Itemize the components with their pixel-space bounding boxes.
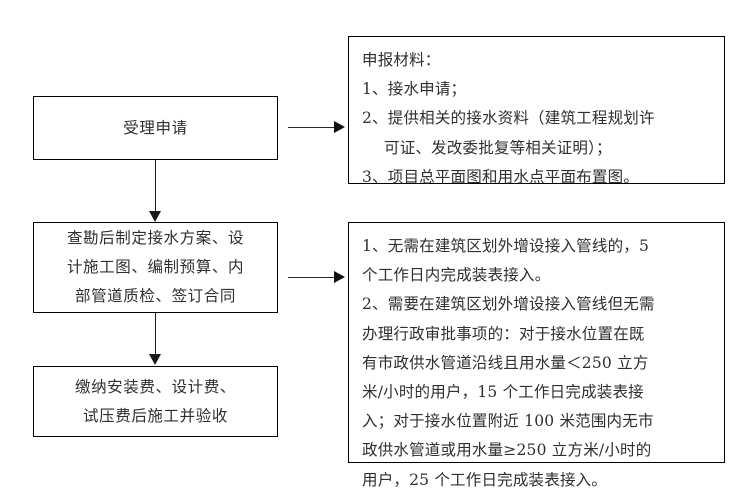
note-timeframes-line-1: 1、无需在建筑区划外增设接入管线的，5 [362, 237, 650, 255]
process-step-1-label: 受理申请 [123, 118, 188, 137]
process-step-2-label: 查勘后制定接水方案、设 计施工图、编制预算、内 部管道质检、签订合同 [66, 229, 245, 305]
connector-step1-to-materials-line [288, 127, 335, 128]
connector-step2-to-timeframes-line [288, 277, 335, 278]
note-materials-line-1: 申报材料： [362, 51, 441, 69]
process-step-box-1[interactable]: 受理申请 [33, 96, 278, 160]
connector-step2-to-step3-line [155, 313, 156, 355]
process-step-box-3[interactable]: 缴纳安装费、设计费、 试压费后施工并验收 [33, 366, 278, 437]
note-timeframes-line-7: 入；对于接水位置附近 100 米范围内无市 [362, 412, 654, 431]
connector-step1-to-step2-line [155, 160, 156, 212]
connector-step2-to-step3-arrowhead-icon [148, 354, 161, 365]
connector-step2-to-timeframes-arrowhead-icon [334, 270, 345, 283]
connector-step1-to-materials-arrowhead-icon [334, 120, 345, 133]
note-timeframes-line-6: 米/小时的用户，15 个工作日完成装表接 [362, 383, 644, 402]
connector-step1-to-step2-arrowhead-icon [148, 211, 161, 222]
note-box-materials[interactable]: 申报材料： 1、接水申请； 2、提供相关的接水资料（建筑工程规划许 可证、发改委… [348, 36, 725, 186]
note-materials-line-5: 3、项目总平面图和用水点平面布置图。 [362, 167, 639, 186]
note-materials-line-4: 可证、发改委批复等相关证明）； [384, 138, 612, 157]
note-timeframes-line-4: 办理行政审批事项的：对于接水位置在既 [362, 324, 645, 343]
note-timeframes-line-2: 个工作日内完成装表接入。 [362, 266, 551, 285]
note-materials-line-2: 1、接水申请； [362, 80, 467, 99]
note-timeframes-line-8: 政供水管道或用水量≥250 立方米/小时的 [362, 441, 652, 460]
note-timeframes-line-5: 有市政供水管道沿线且用水量＜250 立方 [362, 353, 649, 372]
note-materials-line-3: 2、提供相关的接水资料（建筑工程规划许 [362, 109, 655, 128]
process-step-box-2[interactable]: 查勘后制定接水方案、设 计施工图、编制预算、内 部管道质检、签订合同 [33, 222, 278, 313]
note-timeframes-line-3: 2、需要在建筑区划外增设接入管线但无需 [362, 295, 655, 314]
process-step-3-label: 缴纳安装费、设计费、 试压费后施工并验收 [74, 377, 236, 425]
note-timeframes-line-9: 用户，25 个工作日完成装表接入。 [362, 470, 608, 489]
note-box-timeframes[interactable]: 1、无需在建筑区划外增设接入管线的，5 个工作日内完成装表接入。 2、需要在建筑… [348, 222, 725, 489]
